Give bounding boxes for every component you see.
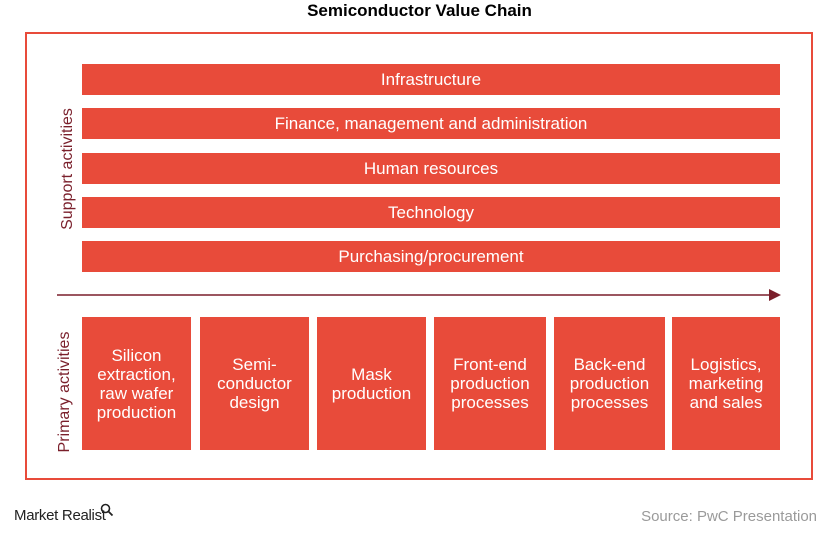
primary-box-design: Semi- conductor design	[200, 317, 309, 450]
support-bar-finance: Finance, management and administration	[82, 108, 780, 139]
support-bar-purchasing: Purchasing/procurement	[82, 241, 780, 272]
magnifier-icon	[100, 503, 114, 517]
support-activities-label: Support activities	[59, 108, 76, 230]
source-note: Source: PwC Presentation	[641, 508, 817, 525]
primary-box-back-end: Back-end production processes	[554, 317, 665, 450]
primary-box-mask: Mask production	[317, 317, 426, 450]
primary-box-logistics: Logistics, marketing and sales	[672, 317, 780, 450]
value-chain-frame	[25, 32, 813, 480]
support-bar-technology: Technology	[82, 197, 780, 228]
primary-activities-label: Primary activities	[56, 331, 73, 453]
support-bar-infrastructure: Infrastructure	[82, 64, 780, 95]
brand-logo: Market Realist	[14, 507, 106, 524]
support-bar-human-resources: Human resources	[82, 153, 780, 184]
flow-arrow-icon	[57, 289, 781, 301]
primary-box-front-end: Front-end production processes	[434, 317, 546, 450]
chart-title: Semiconductor Value Chain	[307, 1, 532, 20]
primary-box-silicon: Silicon extraction, raw wafer production	[82, 317, 191, 450]
